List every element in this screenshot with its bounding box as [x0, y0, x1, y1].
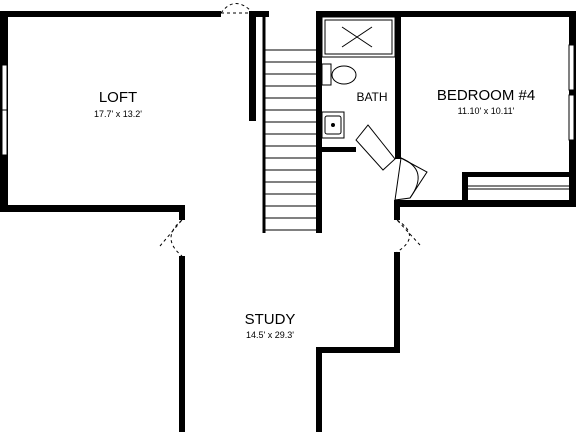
bath-label: BATH	[356, 90, 387, 104]
sink-icon	[321, 111, 345, 139]
bath-bedroom-top-wall	[316, 11, 576, 17]
bath-door	[355, 124, 428, 201]
stair-right-wall	[316, 11, 322, 233]
study-right-wall-upper	[394, 200, 400, 220]
shower	[321, 16, 396, 58]
closet-wall	[462, 172, 468, 206]
study-right-wall	[394, 252, 400, 353]
loft-top-wall-left	[0, 11, 221, 17]
study-dimensions: 14.5' x 29.3'	[246, 330, 294, 340]
bedroom-window-lower	[568, 94, 575, 141]
study-lower-right-wall	[316, 347, 322, 432]
bedroom-bottom-wall	[395, 200, 576, 207]
right-study-door-swing	[396, 219, 410, 253]
bedroom-dimensions: 11.10' x 10.11'	[458, 106, 515, 116]
loft-bottom-wall	[0, 205, 185, 212]
closet-top-wall	[462, 172, 569, 177]
bedroom-label: BEDROOM #4	[437, 87, 535, 104]
stair-left-wall	[249, 11, 256, 121]
bedroom-window-upper	[568, 44, 575, 91]
toilet-icon	[321, 63, 357, 86]
loft-label: LOFT	[99, 89, 137, 106]
study-left-wall-upper	[179, 205, 185, 220]
study-left-wall	[179, 256, 185, 432]
study-jog-wall	[316, 347, 400, 353]
bath-bottom-wall	[316, 147, 356, 152]
door-swings	[159, 3, 421, 257]
study-label: STUDY	[245, 311, 296, 328]
windows	[1, 44, 575, 156]
closet	[468, 185, 569, 190]
bath-bedroom-partition	[395, 11, 401, 159]
staircase	[262, 17, 316, 233]
loft-dimensions: 17.7' x 13.2'	[94, 109, 142, 119]
top-door-swing	[220, 3, 254, 14]
loft-top-wall-right	[249, 11, 269, 17]
left-study-door-swing	[170, 219, 183, 257]
